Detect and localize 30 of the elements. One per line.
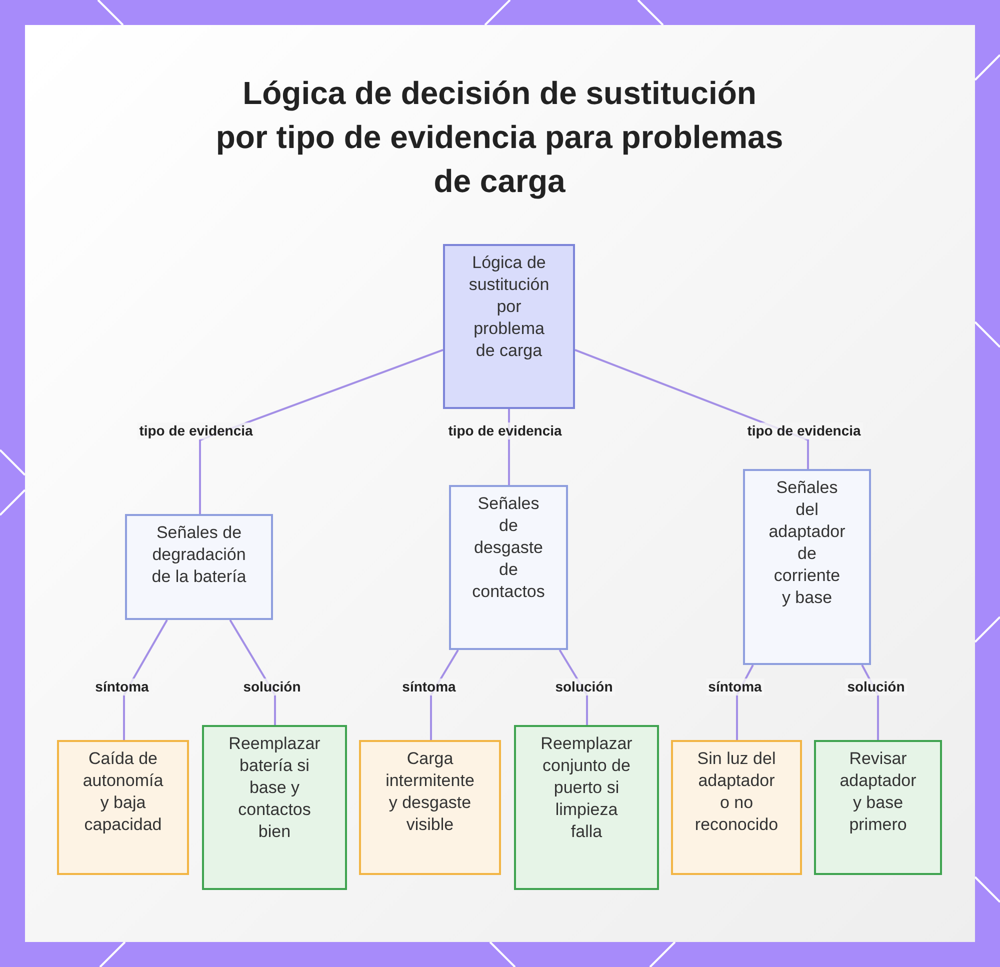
box-text: Reemplazar batería si base y contactos bien <box>228 733 322 843</box>
box-text: Revisar adaptador y base primero <box>838 748 918 836</box>
box-text: Reemplazar conjunto de puerto si limpieza falla <box>540 733 634 843</box>
edge-label: síntoma <box>706 678 764 696</box>
symptom-box <box>359 740 501 875</box>
category-box <box>449 485 568 650</box>
box-text: Carga intermitente y desgaste visible <box>384 748 476 836</box>
category-box <box>125 514 273 620</box>
box-text: Señales de desgaste de contactos <box>471 493 546 603</box>
box-text: Sin luz del adaptador o no reconocido <box>694 748 780 836</box>
solution-box <box>514 725 659 890</box>
solution-box <box>202 725 347 890</box>
edge-label: solución <box>553 678 615 696</box>
category-box <box>743 469 871 665</box>
edge-label: síntoma <box>93 678 151 696</box>
diagram-title: Lógica de decisión de sustitución por tipo de evidencia para problemas de carga <box>214 74 784 201</box>
edge-label: tipo de evidencia <box>446 422 564 440</box>
box-text: Señales de degradación de la batería <box>150 522 248 588</box>
box-text: Señales del adaptador de corriente y base <box>768 477 846 609</box>
box-text: Caída de autonomía y baja capacidad <box>82 748 164 836</box>
edge-label: solución <box>241 678 303 696</box>
edge-label: tipo de evidencia <box>745 422 863 440</box>
symptom-box <box>671 740 802 875</box>
root-box <box>443 244 575 409</box>
edge-label: solución <box>845 678 907 696</box>
edge-label: tipo de evidencia <box>137 422 255 440</box>
edge-label: síntoma <box>400 678 458 696</box>
solution-box <box>814 740 942 875</box>
symptom-box <box>57 740 189 875</box>
box-text: Lógica de sustitución por problema de carga <box>468 252 550 362</box>
